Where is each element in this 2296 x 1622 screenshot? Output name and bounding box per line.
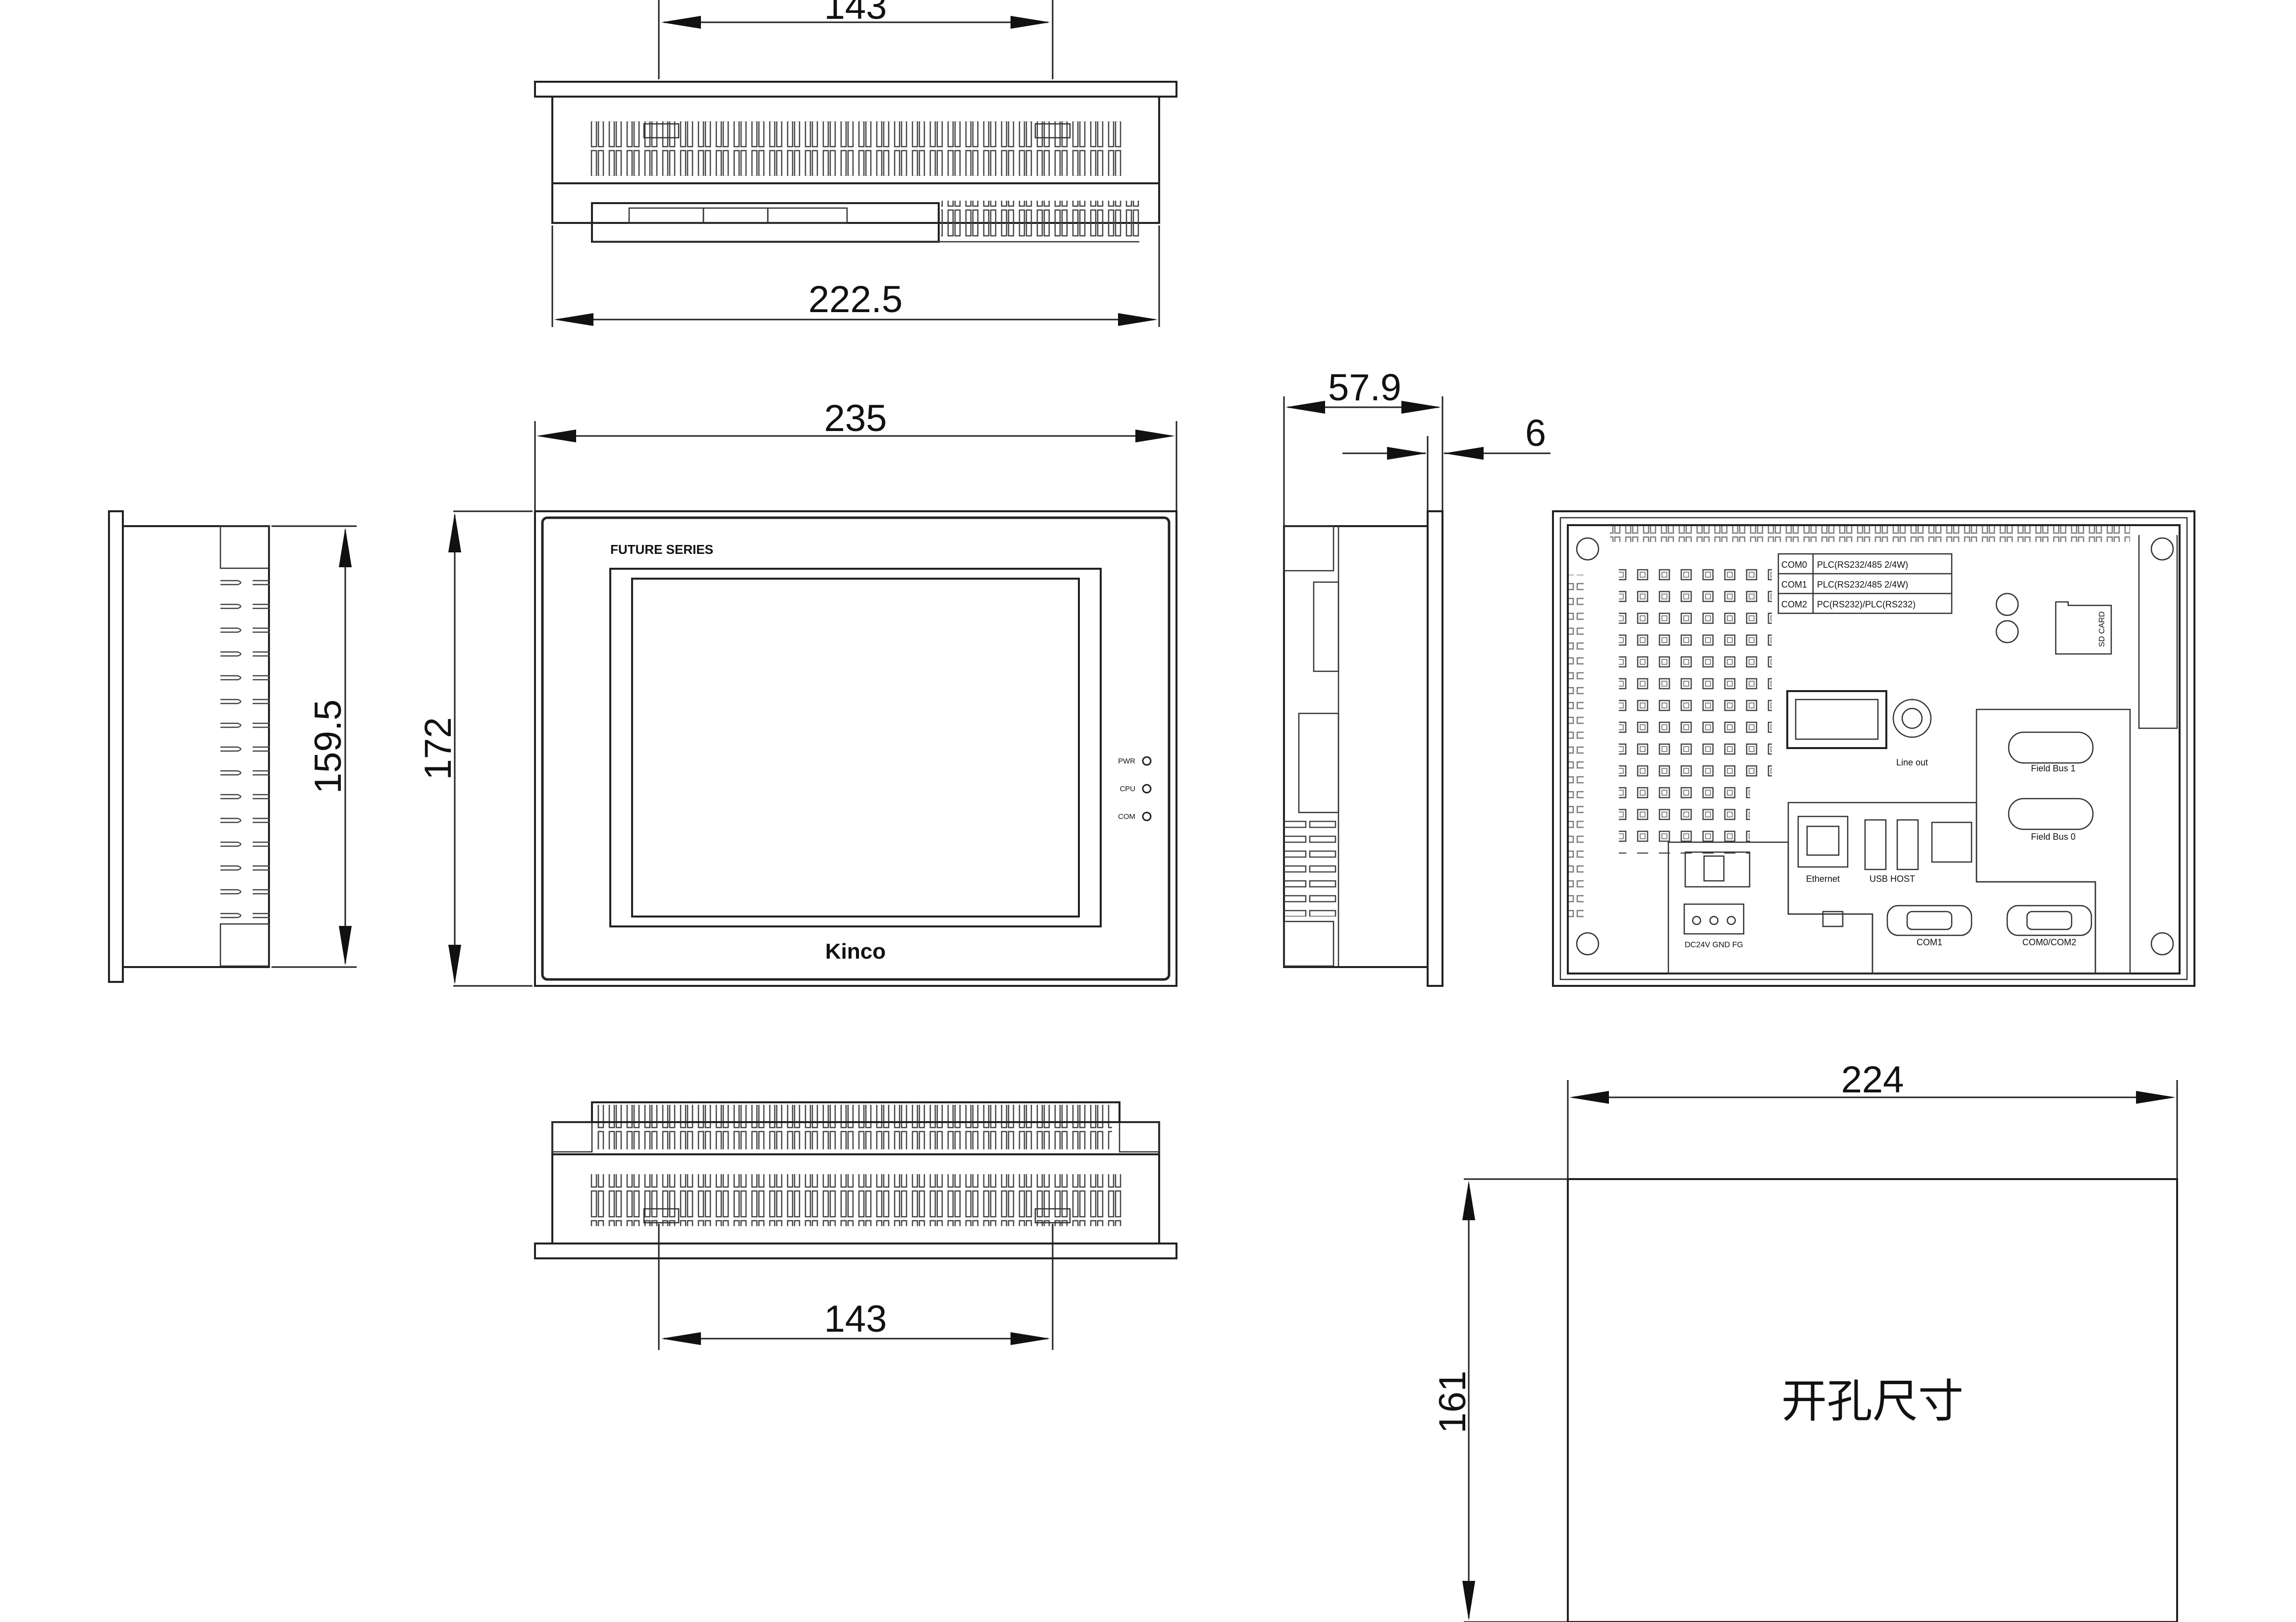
dim-front-height: 172	[417, 717, 459, 780]
com0-port: COM0	[1781, 560, 1807, 570]
com1-label: COM1	[1917, 937, 1942, 947]
com0-com2-label: COM0/COM2	[2022, 937, 2076, 947]
led-cpu: CPU	[1120, 784, 1152, 794]
line-out-jack: Line out	[1892, 699, 1932, 767]
front-view: 235 172 FUTURE SERIES Kinco PWR CPU COM	[417, 397, 1177, 987]
power-terminal: DC24V GND FG	[1683, 903, 1745, 949]
dim-front-width: 235	[824, 397, 887, 439]
ethernet-port: Ethernet	[1797, 815, 1849, 884]
dim-top-slot-spacing: 143	[824, 0, 887, 27]
com0-com2-port: COM0/COM2	[2006, 905, 2092, 947]
com0-desc: PLC(RS232/485 2/4W)	[1817, 560, 1908, 570]
led-com: COM	[1118, 811, 1152, 821]
panel-cutout: 224 161 开孔尺寸	[1432, 1059, 2178, 1622]
sd-card-slot: SD CARD	[2055, 601, 2112, 655]
com1-port: COM1	[1886, 905, 1973, 947]
ethernet-label: Ethernet	[1806, 874, 1840, 884]
field-bus-0-connector: Field Bus 0	[2008, 798, 2094, 842]
dim-left-inner-height: 159.5	[307, 700, 349, 794]
led-cpu-label: CPU	[1120, 785, 1135, 793]
field-bus-1-label: Field Bus 1	[2031, 763, 2076, 773]
dim-side-bezel: 6	[1525, 412, 1546, 454]
brand-logo: Kinco	[825, 939, 886, 964]
dim-top-depth-width: 222.5	[808, 278, 903, 321]
dim-cutout-width: 224	[1841, 1059, 1904, 1101]
rear-view: COM0 PLC(RS232/485 2/4W) COM1 PLC(RS232/…	[1552, 510, 2195, 987]
field-bus-0-label: Field Bus 0	[2031, 832, 2076, 842]
line-out-label: Line out	[1896, 757, 1928, 767]
com1-port: COM1	[1781, 580, 1807, 590]
usb-host-label: USB HOST	[1869, 874, 1915, 884]
usb-host-ports: USB HOST	[1864, 819, 1919, 884]
power-terminal-label: DC24V GND FG	[1685, 941, 1743, 949]
right-side-view: 57.9 6	[1283, 367, 1550, 987]
dim-bottom-slot-spacing: 143	[824, 1298, 887, 1340]
top-view: 143 222.5	[534, 0, 1177, 327]
series-label: FUTURE SERIES	[610, 542, 713, 557]
com1-desc: PLC(RS232/485 2/4W)	[1817, 580, 1908, 590]
led-pwr: PWR	[1118, 756, 1152, 766]
led-pwr-label: PWR	[1118, 757, 1135, 765]
com2-port: COM2	[1781, 599, 1807, 609]
dim-cutout-height: 161	[1432, 1371, 1474, 1434]
field-bus-1-connector: Field Bus 1	[2008, 731, 2094, 773]
com2-desc: PC(RS232)/PLC(RS232)	[1817, 599, 1916, 609]
left-side-view: 159.5	[108, 510, 357, 983]
com-port-table: COM0 PLC(RS232/485 2/4W) COM1 PLC(RS232/…	[1777, 553, 1953, 614]
cutout-label: 开孔尺寸	[1781, 1376, 1964, 1427]
led-com-label: COM	[1118, 812, 1135, 821]
bottom-view: 143	[534, 1101, 1177, 1350]
sd-card-label: SD CARD	[2098, 611, 2106, 647]
dim-side-depth: 57.9	[1328, 367, 1401, 409]
